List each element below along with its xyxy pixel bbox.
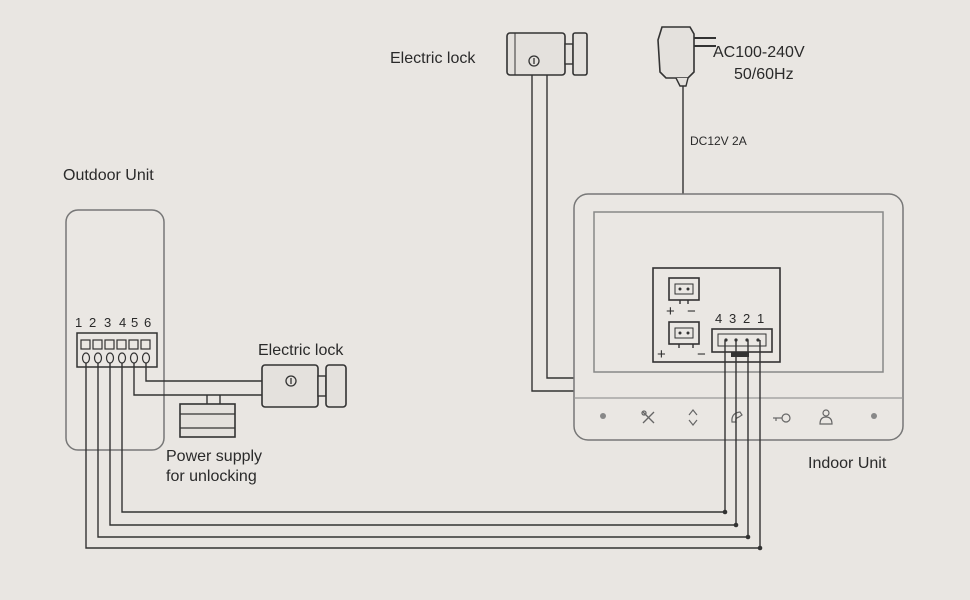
key-icon[interactable] xyxy=(773,413,791,423)
outdoor-unit xyxy=(65,209,165,451)
indoor-pin-3: 3 xyxy=(729,311,736,326)
power-supply-box-icon xyxy=(179,403,236,438)
dot-icon xyxy=(871,413,877,419)
indoor-pin-1: 1 xyxy=(757,311,764,326)
outdoor-terminal-block-icon xyxy=(76,332,158,368)
power-supply-label-2: for unlocking xyxy=(166,468,257,485)
indoor-button-row xyxy=(600,409,877,426)
outdoor-pin-2: 2 xyxy=(89,315,96,330)
wire-pin2 xyxy=(97,340,749,538)
power-voltage-label: AC100-240V xyxy=(713,44,805,61)
power-plus-label: + xyxy=(666,303,675,320)
power-input-connector-icon xyxy=(668,277,700,304)
dot-icon xyxy=(600,413,606,419)
outdoor-pin-4: 4 xyxy=(119,315,126,330)
power-adapter-icon xyxy=(657,26,716,87)
power-frequency-label: 50/60Hz xyxy=(734,66,794,83)
outdoor-pin-numbers: 1 2 3 4 5 6 xyxy=(75,315,151,330)
person-icon[interactable] xyxy=(819,409,833,425)
power-supply-label-1: Power supply xyxy=(166,448,262,465)
electric-lock-top-label: Electric lock xyxy=(390,50,476,67)
wire-pin6 xyxy=(145,363,262,382)
wire-pin1 xyxy=(85,340,761,549)
outdoor-pin-1: 1 xyxy=(75,315,82,330)
electric-lock-top-icon xyxy=(506,32,588,76)
outdoor-pin-5: 5 xyxy=(131,315,138,330)
outdoor-pin-6: 6 xyxy=(144,315,151,330)
outdoor-pin-3: 3 xyxy=(104,315,111,330)
lock-output-connector-icon xyxy=(668,321,700,348)
indoor-unit-label: Indoor Unit xyxy=(808,455,887,472)
wire-junction-dots xyxy=(722,509,763,551)
up-down-icon[interactable] xyxy=(688,409,698,426)
dc-spec-label: DC12V 2A xyxy=(690,134,747,148)
wire-pin3 xyxy=(109,340,737,526)
tools-icon[interactable] xyxy=(641,410,655,424)
lock-minus-label: − xyxy=(697,346,706,363)
lock-plus-label: + xyxy=(657,346,666,363)
indoor-pin-2: 2 xyxy=(743,311,750,326)
indoor-pin-4: 4 xyxy=(715,311,722,326)
electric-lock-left-icon xyxy=(261,364,347,408)
power-minus-label: − xyxy=(687,303,696,320)
wire-pin4 xyxy=(121,340,726,513)
outdoor-unit-label: Outdoor Unit xyxy=(63,167,154,184)
electric-lock-left-label: Electric lock xyxy=(258,342,344,359)
